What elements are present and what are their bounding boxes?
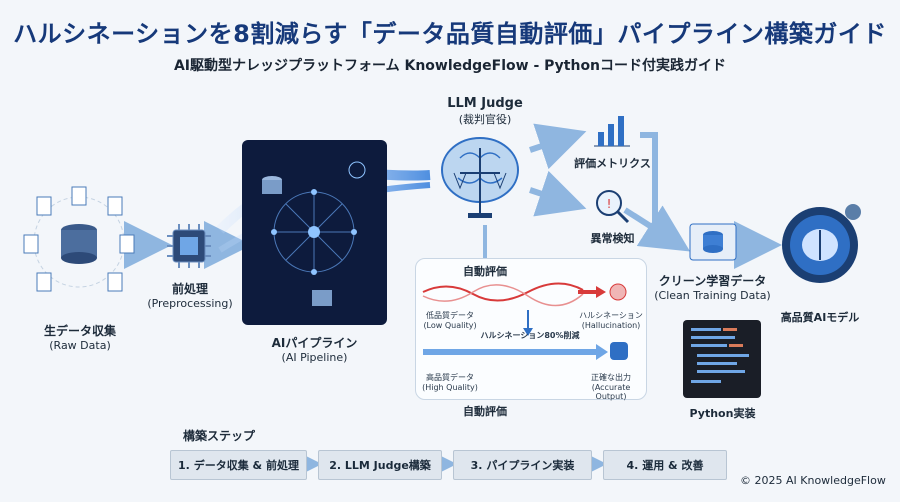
model-label: 高品質AIモデル [780,311,860,324]
hallucination-label: ハルシネーション(Hallucination) [579,311,643,330]
preprocess-label: 前処理(Preprocessing) [147,282,233,310]
llm-judge-label: LLM Judge(裁判官役) [447,96,523,126]
step-4: 4. 運用 & 改善 [603,450,727,480]
ai-pipeline-panel [242,140,387,325]
python-label: Python実装 [689,407,756,420]
svg-text:!: ! [607,197,612,211]
arrow-judge-metrics [529,123,587,170]
page-title: ハルシネーションを8割減らす「データ品質自動評価」パイプライン構築ガイド [13,20,887,48]
database-icon [688,222,738,262]
step-2: 2. LLM Judge構築 [318,450,442,480]
clean-data-label: クリーン学習データ(Clean Training Data) [654,274,771,302]
anomaly-label: 異常検知 [590,232,635,245]
low-quality-label: 低品質データ(Low Quality) [423,311,477,330]
gear-brain-icon [775,200,865,290]
eval-flow-graphic [422,282,628,360]
chart-icon [590,110,634,150]
high-quality-label: 高品質データ(High Quality) [422,373,478,392]
judge-brain-icon [430,128,530,223]
auto-eval-bottom-label: 自動評価 [463,405,507,418]
metrics-label: 評価メトリクス [574,157,651,170]
accurate-output-label: 正確な出力(Accurate Output) [591,373,631,401]
auto-eval-top-label: 自動評価 [463,265,507,278]
reduction-label: ハルシネーション80%削減 [480,331,580,340]
anomaly-search-icon: ! [592,186,632,226]
code-screenshot [683,320,761,398]
steps-title: 構築ステップ [183,429,256,443]
raw-data-icon [22,185,137,300]
step-1: 1. データ収集 & 前処理 [170,450,307,480]
chip-icon [165,222,213,270]
ai-pipeline-label: AIパイプライン(AI Pipeline) [271,336,358,364]
step-3: 3. パイプライン実装 [453,450,592,480]
arrow-judge-anomaly [529,170,587,217]
arrow-anomaly-clean [623,205,691,252]
raw-data-label: 生データ収集(Raw Data) [43,324,116,352]
page-subtitle: AI駆動型ナレッジプラットフォーム KnowledgeFlow - Python… [173,58,727,74]
copyright: © 2025 AI KnowledgeFlow [740,474,886,487]
connector-metrics [640,132,658,225]
